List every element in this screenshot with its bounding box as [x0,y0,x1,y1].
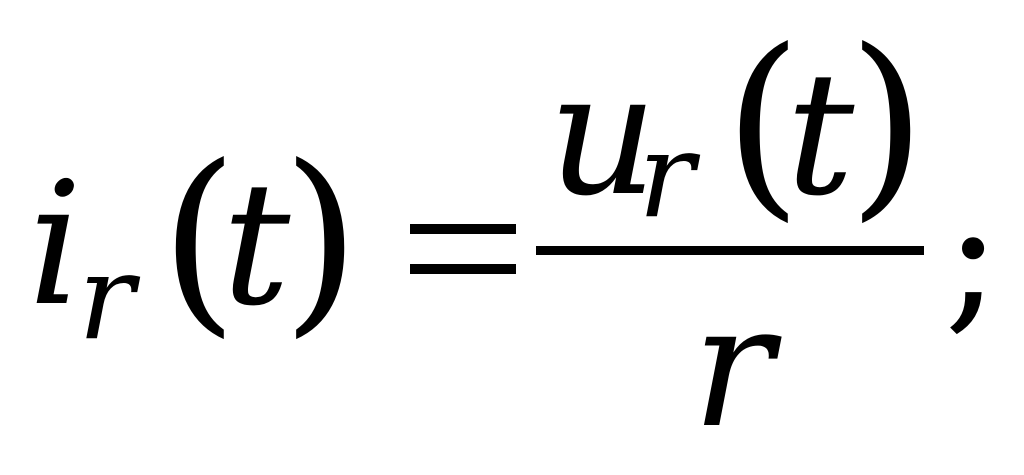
numerator-subscript: r [638,106,695,244]
lhs-function-symbol: i [28,146,83,344]
fraction-bar [536,246,924,255]
semicolon: ; [944,154,1002,352]
lhs-subscript: r [78,228,135,366]
equals-top-bar [410,224,516,234]
numerator-close-paren: ) [848,7,927,240]
numerator-open-paren: ( [724,7,803,240]
numerator-argument: t [786,36,855,234]
equals-bottom-bar [410,264,516,274]
lhs-open-paren: ( [160,123,239,356]
lhs-close-paren: ) [282,123,361,356]
denominator: r [692,268,774,466]
numerator-function-symbol: u [548,36,658,234]
lhs-argument: t [222,146,291,344]
